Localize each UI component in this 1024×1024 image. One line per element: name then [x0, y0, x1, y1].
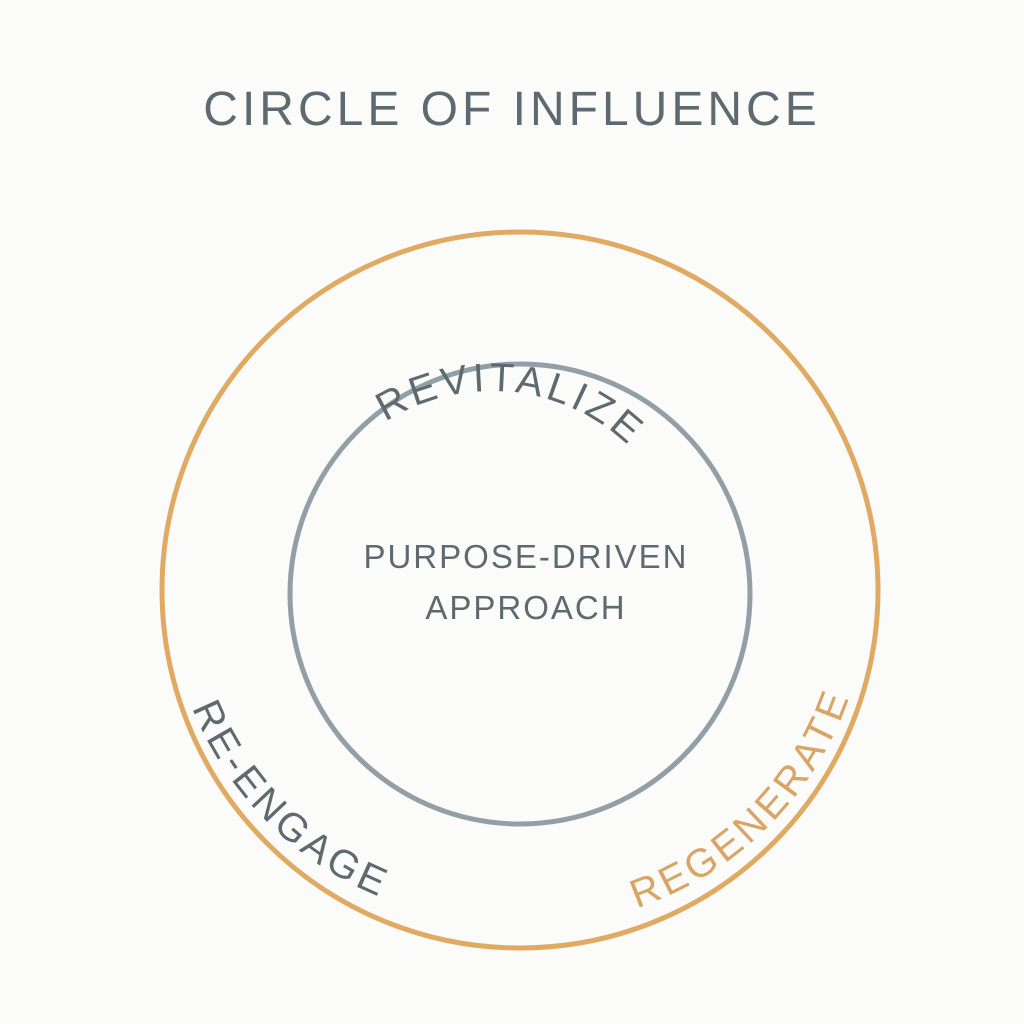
- diagram-title: CIRCLE OF INFLUENCE: [203, 83, 821, 136]
- ring-label-left-text: RE-ENGAGE: [184, 693, 393, 906]
- outer-ring: [159, 229, 881, 951]
- ring-label-left: RE-ENGAGE: [184, 693, 397, 906]
- ring-label-top: REVITALIZE: [365, 342, 659, 457]
- center-text-line1: PURPOSE-DRIVEN: [363, 538, 688, 575]
- ring-label-right-text: REGENERATE: [624, 682, 855, 917]
- ring-label-right: REGENERATE: [624, 682, 859, 917]
- center-text-line2: APPROACH: [425, 589, 626, 626]
- inner-ring: [287, 361, 753, 827]
- ring-label-top-text: REVITALIZE: [365, 342, 659, 457]
